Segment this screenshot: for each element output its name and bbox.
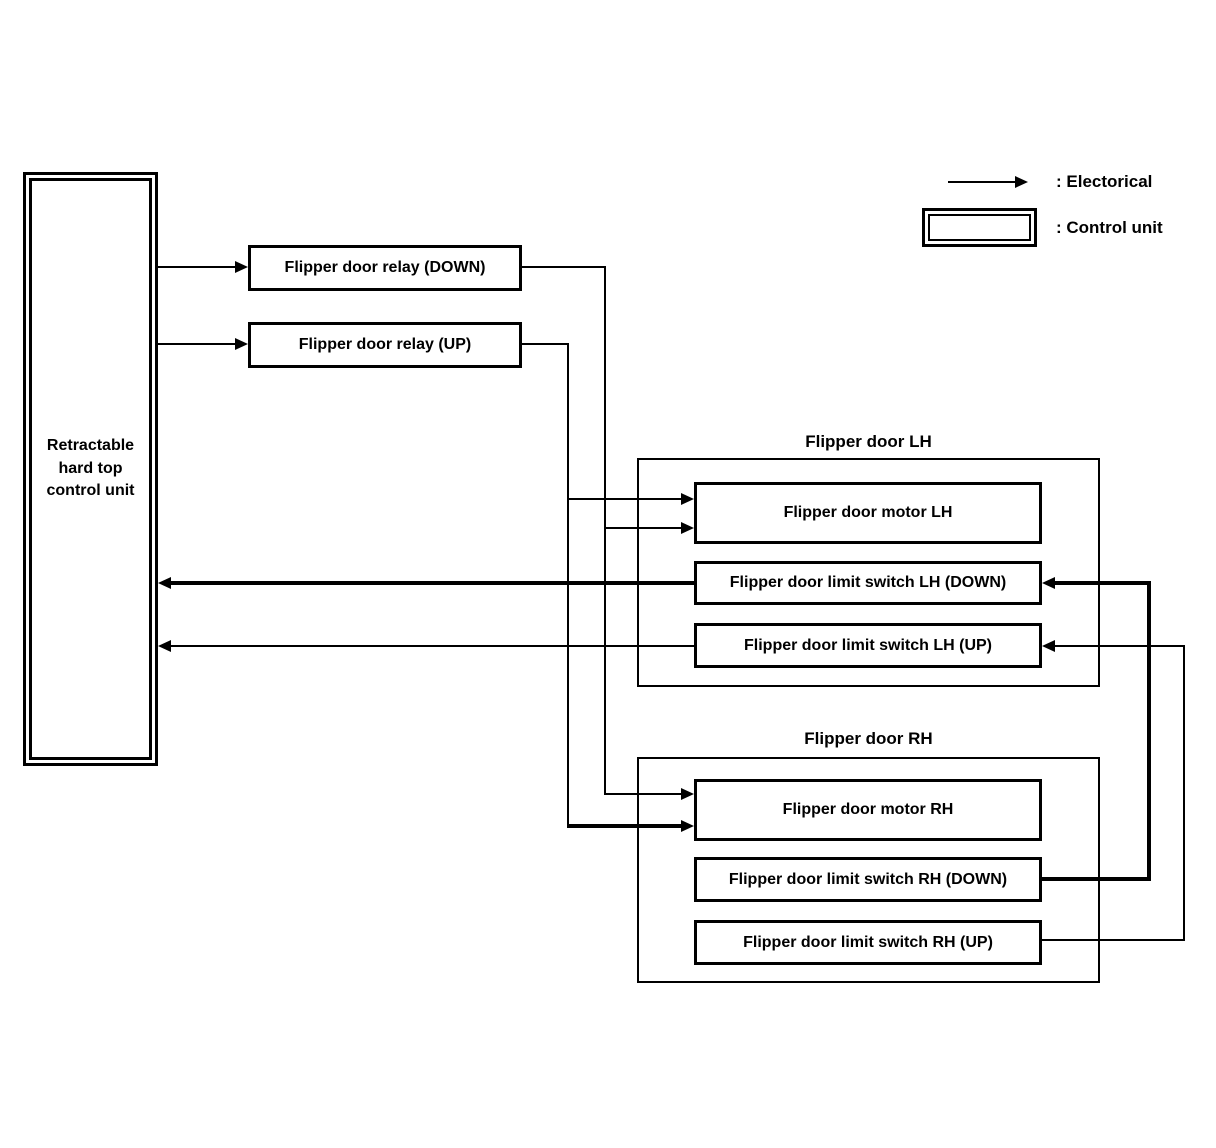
control-unit-label: Retractable hard top control unit: [29, 178, 152, 760]
arrowhead-into-control-unit-upper: [158, 577, 171, 589]
arrowhead-into-motor-rh-lower: [681, 820, 694, 832]
legend-electrical-arrow-line: [948, 181, 1016, 183]
arrowhead-into-motor-rh-upper: [681, 788, 694, 800]
motor-rh-label: Flipper door motor RH: [782, 801, 954, 818]
control-unit-box: Retractable hard top control unit: [23, 172, 158, 766]
wire-control-to-relay-up: [158, 343, 236, 345]
motor-lh-label: Flipper door motor LH: [783, 504, 953, 521]
wire-limit-rh-up-out: [1042, 939, 1185, 941]
relay-down-box: Flipper door relay (DOWN): [248, 245, 522, 291]
limit-switch-rh-up-label: Flipper door limit switch RH (UP): [743, 933, 993, 951]
legend-electrical-label: : Electorical: [1056, 172, 1153, 191]
limit-switch-lh-up-box: Flipper door limit switch LH (UP): [694, 623, 1042, 668]
wire-into-limit-lh-down: [1053, 581, 1151, 585]
flipper-door-lh-title: Flipper door LH: [805, 432, 932, 451]
relay-down-label: Flipper door relay (DOWN): [284, 259, 486, 276]
limit-switch-rh-down-label: Flipper door limit switch RH (DOWN): [728, 870, 1008, 888]
arrowhead-into-limit-lh-down: [1042, 577, 1055, 589]
arrowhead-into-relay-down: [235, 261, 248, 273]
limit-switch-lh-down-box: Flipper door limit switch LH (DOWN): [694, 561, 1042, 605]
wire-relay-down-to-motor-lh: [604, 527, 684, 529]
limit-switch-rh-up-box: Flipper door limit switch RH (UP): [694, 920, 1042, 965]
relay-up-box: Flipper door relay (UP): [248, 322, 522, 368]
flipper-door-rh-title: Flipper door RH: [804, 729, 933, 748]
wire-relay-down-to-motor-rh: [604, 793, 684, 795]
motor-rh-box: Flipper door motor RH: [694, 779, 1042, 841]
legend-control-unit-symbol-inner: [928, 214, 1031, 241]
limit-switch-lh-up-label: Flipper door limit switch LH (UP): [744, 636, 992, 654]
wire-into-limit-lh-up: [1053, 645, 1185, 647]
wire-relay-down-out-horizontal: [522, 266, 606, 268]
wire-relay-up-out-horizontal: [522, 343, 569, 345]
wire-limit-rh-down-out: [1042, 877, 1151, 881]
wire-limit-lh-up-to-control: [169, 645, 694, 647]
wire-limit-rh-up-vertical: [1183, 645, 1185, 941]
arrowhead-into-limit-lh-up: [1042, 640, 1055, 652]
flipper-door-rh-group: [637, 757, 1100, 983]
arrowhead-into-motor-lh-upper: [681, 493, 694, 505]
arrowhead-into-control-unit-lower: [158, 640, 171, 652]
legend-control-unit-label: : Control unit: [1056, 218, 1163, 237]
wire-limit-lh-down-to-control: [169, 581, 694, 585]
wire-relay-up-to-motor-rh: [567, 824, 684, 828]
arrowhead-into-motor-lh-lower: [681, 522, 694, 534]
legend-control-unit-symbol: [922, 208, 1037, 247]
limit-switch-lh-down-label: Flipper door limit switch LH (DOWN): [729, 574, 1007, 591]
wire-relay-down-vertical-bus: [604, 266, 606, 795]
wire-limit-rh-down-vertical: [1147, 581, 1151, 881]
limit-switch-rh-down-box: Flipper door limit switch RH (DOWN): [694, 857, 1042, 902]
wire-relay-up-to-motor-lh: [567, 498, 684, 500]
legend-electrical-arrow-icon: [1015, 176, 1028, 188]
motor-lh-box: Flipper door motor LH: [694, 482, 1042, 544]
arrowhead-into-relay-up: [235, 338, 248, 350]
relay-up-label: Flipper door relay (UP): [298, 336, 472, 353]
wire-control-to-relay-down: [158, 266, 236, 268]
flipper-door-lh-group: [637, 458, 1100, 687]
wire-relay-up-vertical-bus: [567, 343, 569, 828]
